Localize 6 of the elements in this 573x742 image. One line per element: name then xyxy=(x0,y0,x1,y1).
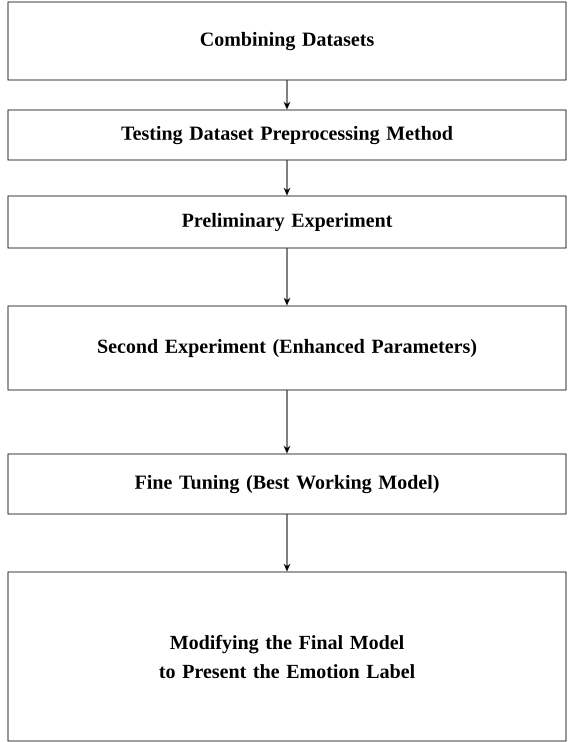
process-box: Second Experiment (Enhanced Parameters) xyxy=(8,306,566,390)
process-box: Testing Dataset Preprocessing Method xyxy=(8,110,566,160)
process-box: Preliminary Experiment xyxy=(8,196,566,248)
process-box: Fine Tuning (Best Working Model) xyxy=(8,454,566,514)
process-box: Combining Datasets xyxy=(8,2,566,80)
process-box: Modifying the Final Model to Present the Emotion Label xyxy=(8,572,566,742)
